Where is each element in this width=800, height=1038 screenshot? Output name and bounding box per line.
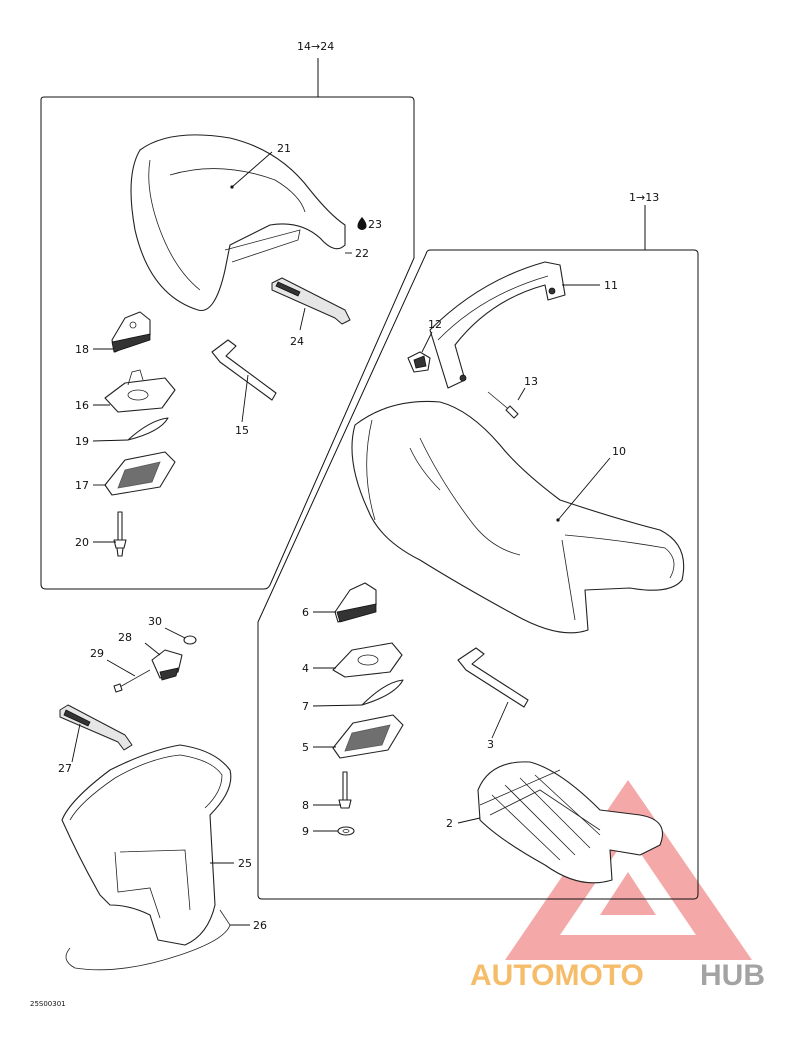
washer-part <box>337 826 355 836</box>
callout-26: 26 <box>253 919 267 932</box>
watermark-text-part2: HUB <box>700 959 765 992</box>
callout-11: 11 <box>604 279 618 292</box>
latch-upper-part <box>111 311 151 353</box>
callout-10: 10 <box>612 445 626 458</box>
front-latch-base-part <box>332 642 403 678</box>
callout-24: 24 <box>290 335 304 348</box>
leader-lines <box>71 151 611 926</box>
storage-bin-part <box>61 744 232 946</box>
storage-strap-part <box>59 704 133 751</box>
callout-5: 5 <box>302 741 309 754</box>
grab-handle-part <box>429 261 566 389</box>
loose-washer-part <box>183 635 197 645</box>
front-group-label: 1→13 <box>629 191 659 204</box>
screw-part <box>487 391 519 419</box>
callout-17: 17 <box>75 479 89 492</box>
callout-15: 15 <box>235 424 249 437</box>
callout-21: 21 <box>277 142 291 155</box>
callout-8: 8 <box>302 799 309 812</box>
plate-part <box>151 649 183 681</box>
front-lower-housing-part <box>332 714 404 759</box>
callout-25: 25 <box>238 857 252 870</box>
seat-base-part <box>477 761 664 884</box>
watermark-text: AUTOMOTO HUB <box>470 959 765 992</box>
callout-19: 19 <box>75 435 89 448</box>
loose-screw-part <box>113 669 151 693</box>
drawing-code: 25S00301 <box>30 1000 66 1008</box>
main-seat-part <box>351 400 685 634</box>
callout-13: 13 <box>524 375 538 388</box>
latch-base-part <box>104 369 176 413</box>
callout-29: 29 <box>90 647 104 660</box>
front-gasket-part <box>361 679 404 706</box>
strap-part <box>271 277 351 325</box>
bin-seal-part <box>65 909 231 971</box>
callout-7: 7 <box>302 700 309 713</box>
callout-3: 3 <box>487 738 494 751</box>
front-rivet-part <box>338 771 352 809</box>
gasket-part <box>127 417 169 441</box>
watermark-triangle-inner <box>560 835 696 935</box>
drop-icon <box>357 217 367 230</box>
callout-22: 22 <box>355 247 369 260</box>
callout-23: 23 <box>368 218 382 231</box>
rear-group-label: 14→24 <box>297 40 334 53</box>
callout-9: 9 <box>302 825 309 838</box>
callout-12: 12 <box>428 318 442 331</box>
watermark-triangle-core <box>600 872 656 915</box>
lower-housing-part <box>104 451 176 496</box>
front-hex-key-part <box>457 647 529 708</box>
callout-4: 4 <box>302 662 309 675</box>
callout-27: 27 <box>58 762 72 775</box>
watermark-text-part1: AUTOMOTO <box>470 959 644 992</box>
callout-28: 28 <box>118 631 132 644</box>
bumper-part <box>407 351 431 373</box>
callout-2: 2 <box>446 817 453 830</box>
callout-20: 20 <box>75 536 89 549</box>
callout-18: 18 <box>75 343 89 356</box>
front-group-frame <box>257 205 699 900</box>
callout-30: 30 <box>148 615 162 628</box>
callout-6: 6 <box>302 606 309 619</box>
callout-16: 16 <box>75 399 89 412</box>
front-latch-upper-part <box>334 582 377 623</box>
watermark-logo <box>505 780 752 960</box>
hex-key-part <box>211 339 277 401</box>
rivet-part <box>113 511 127 557</box>
rear-group-frame <box>40 58 415 590</box>
rear-seat-part <box>130 134 346 312</box>
callout-labels: 21 23 22 24 18 16 15 19 17 20 11 12 13 1… <box>58 142 626 932</box>
